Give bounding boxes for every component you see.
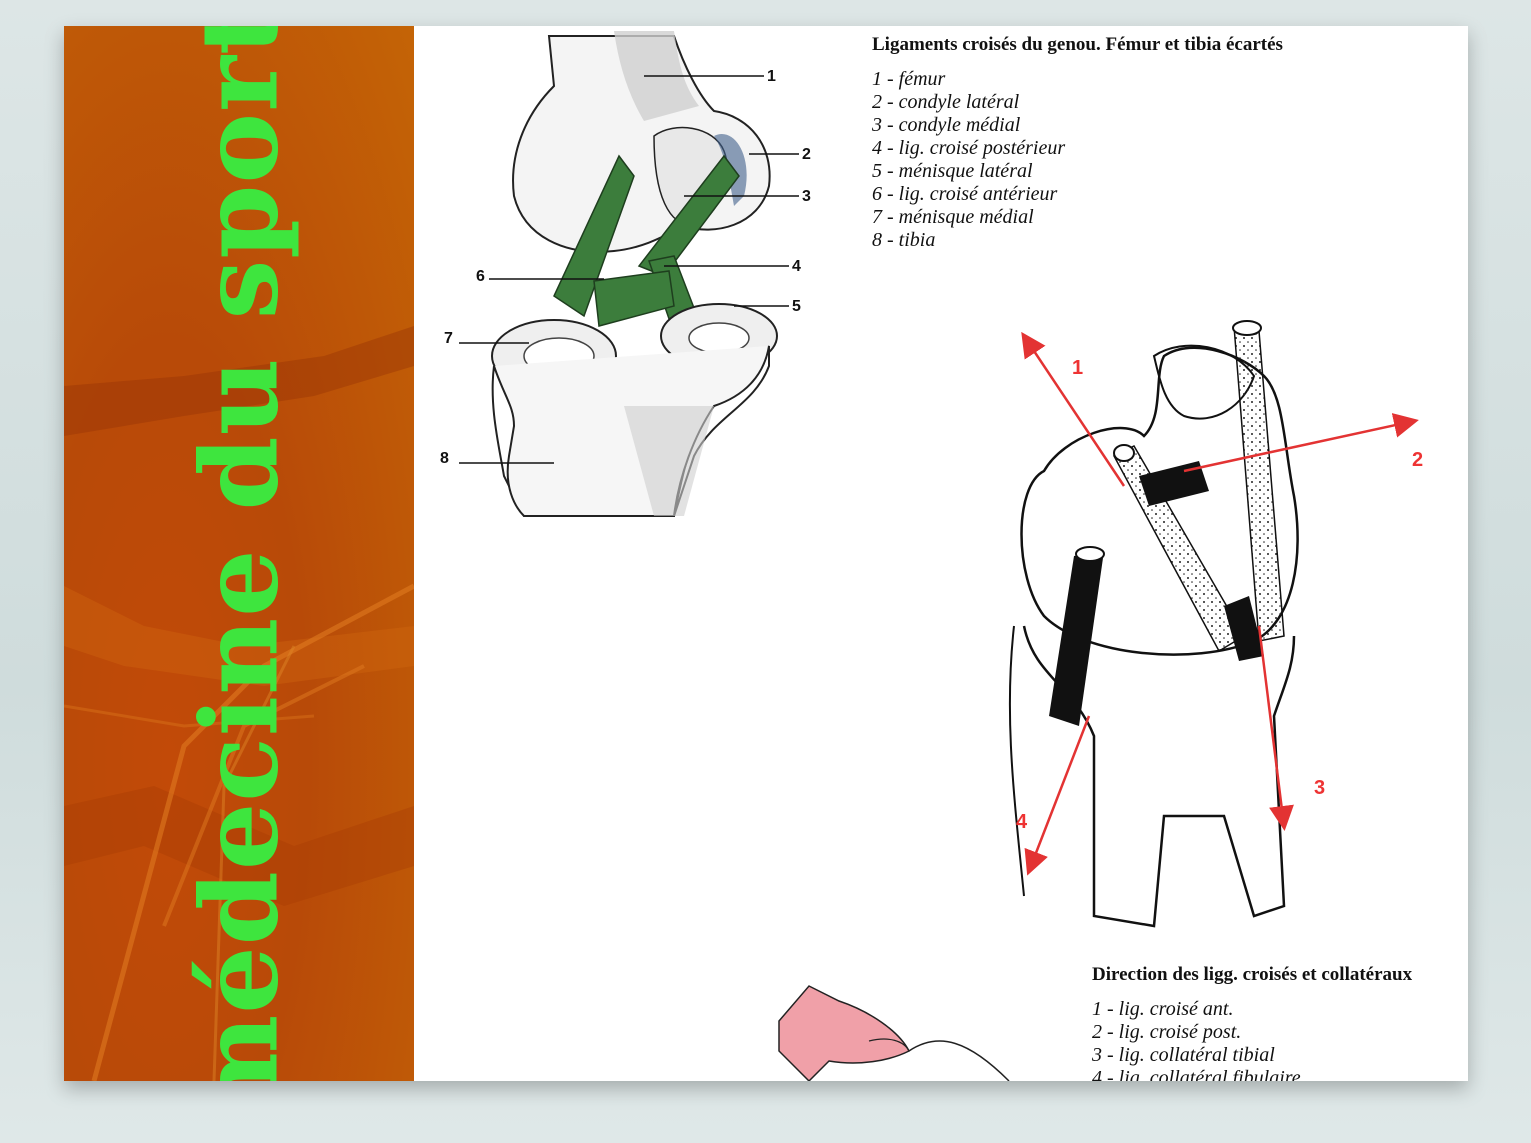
legend-item: 3 - condyle médial xyxy=(872,114,1021,136)
tibial-collateral-ligament xyxy=(1233,325,1285,642)
legend-item: 1 - lig. croisé ant. xyxy=(1092,998,1234,1020)
posterior-cruciate-ligament xyxy=(1139,461,1209,506)
posterior-cruciate-shape xyxy=(553,154,635,318)
callout-3: 3 xyxy=(802,188,811,205)
legend-item: 4 - lig. croisé postérieur xyxy=(872,137,1066,159)
sidebar-panel: médecine du sport xyxy=(64,26,414,1081)
sidebar-title: médecine du sport xyxy=(176,26,302,1081)
figure1-legend: 1 - fémur 2 - condyle latéral 3 - condyl… xyxy=(872,68,1065,252)
arrow-label-2: 2 xyxy=(1412,449,1423,471)
ligament-directions-diagram: 1 2 3 4 xyxy=(1008,320,1423,928)
figure1-title: Ligaments croisés du genou. Fémur et tib… xyxy=(872,34,1283,55)
callout-2: 2 xyxy=(802,146,811,163)
arrow-3 xyxy=(1257,625,1294,831)
arrow-2 xyxy=(1183,413,1419,473)
figure2-title: Direction des ligg. croisés et collatéra… xyxy=(1092,964,1413,985)
legend-item: 7 - ménisque médial xyxy=(872,206,1034,228)
femur-outline xyxy=(1020,346,1299,656)
knee-ligaments-illustration: 1 2 3 4 5 6 7 8 xyxy=(440,31,811,517)
arrow-1 xyxy=(1021,331,1126,487)
callout-4: 4 xyxy=(792,258,801,275)
legend-item: 5 - ménisque latéral xyxy=(872,160,1033,182)
callout-1: 1 xyxy=(767,68,776,85)
callout-6: 6 xyxy=(476,268,485,285)
hand-illustration xyxy=(778,985,1010,1081)
legend-item: 2 - lig. croisé post. xyxy=(1092,1021,1242,1043)
arrow-label-4: 4 xyxy=(1016,811,1028,833)
fibular-collateral-ligament xyxy=(1049,551,1104,726)
tibia-outline xyxy=(1022,625,1296,928)
arrow-label-1: 1 xyxy=(1072,357,1083,379)
sidebar-decoration xyxy=(64,326,414,1081)
legend-item: 2 - condyle latéral xyxy=(872,91,1020,113)
slide: médecine du sport xyxy=(64,26,1468,1081)
callout-8: 8 xyxy=(440,450,449,467)
main-content: 1 2 3 4 5 6 7 8 Ligaments croisés du gen… xyxy=(414,26,1468,1081)
arrow-4 xyxy=(1024,715,1091,876)
callout-5: 5 xyxy=(792,298,801,315)
legend-item: 4 - lig. collatéral fibulaire xyxy=(1092,1067,1301,1081)
legend-item: 1 - fémur xyxy=(872,68,946,90)
legend-item: 3 - lig. collatéral tibial xyxy=(1092,1044,1275,1066)
figure2-legend: 1 - lig. croisé ant. 2 - lig. croisé pos… xyxy=(1092,998,1301,1081)
legend-item: 8 - tibia xyxy=(872,229,936,251)
arrow-label-3: 3 xyxy=(1314,777,1325,799)
legend-item: 6 - lig. croisé antérieur xyxy=(872,183,1058,205)
callout-7: 7 xyxy=(444,330,453,347)
